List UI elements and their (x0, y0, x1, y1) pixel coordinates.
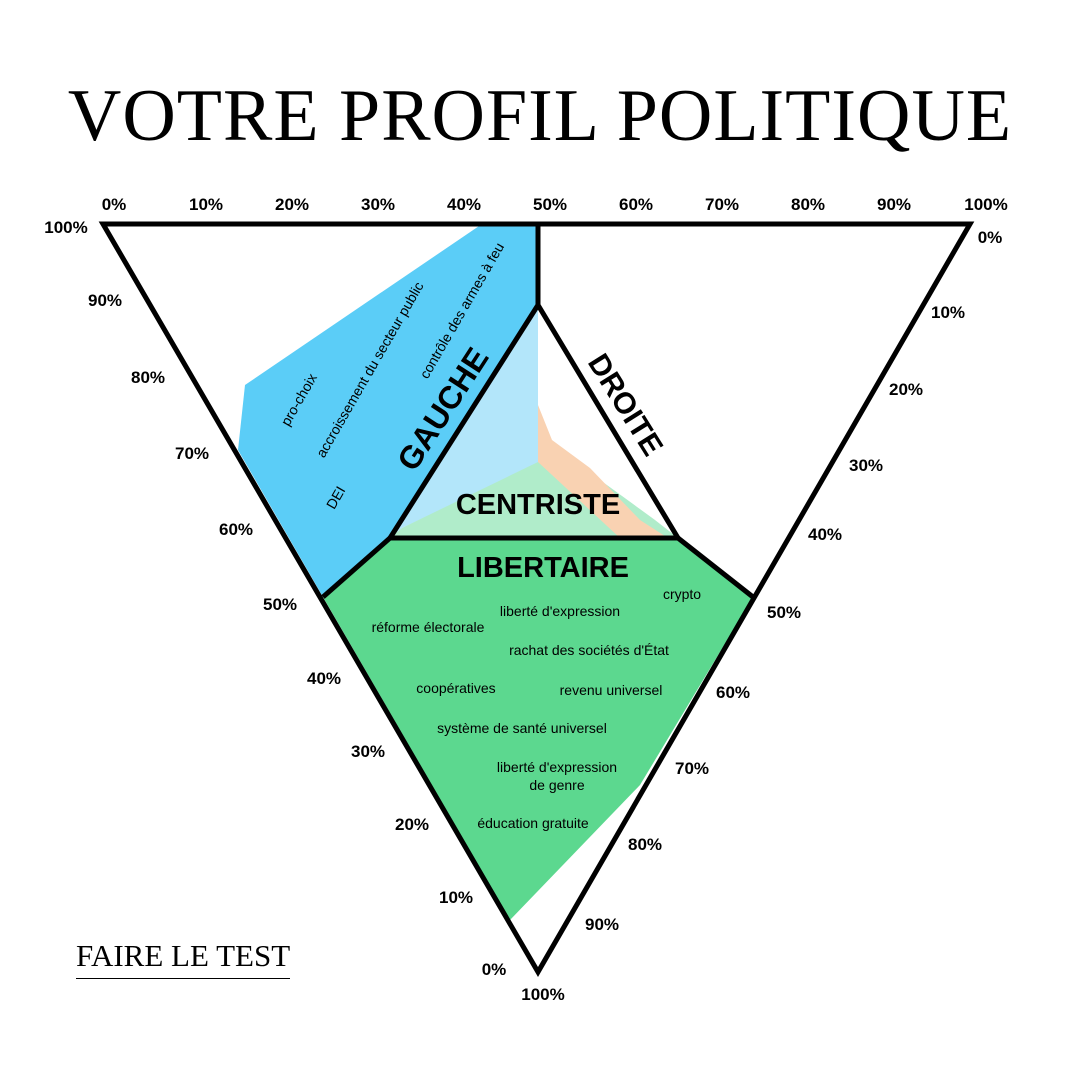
libertaire-item-liberte-genre: liberté d'expression (497, 759, 617, 775)
left-tick: 10% (439, 888, 473, 907)
left-divider-line (321, 536, 392, 599)
left-tick: 70% (175, 444, 209, 463)
libertaire-item-crypto: crypto (663, 586, 701, 602)
left-tick: 50% (263, 595, 297, 614)
libertaire-items: crypto liberté d'expression réforme élec… (372, 586, 702, 831)
page-title: VOTRE PROFIL POLITIQUE (67, 75, 1013, 157)
libertaire-item-cooperatives: coopératives (416, 680, 495, 696)
take-test-link[interactable]: FAIRE LE TEST (76, 938, 291, 979)
right-tick: 60% (716, 683, 750, 702)
libertaire-item-revenu-universel: revenu universel (560, 682, 663, 698)
top-tick: 90% (877, 195, 911, 214)
right-tick: 70% (675, 759, 709, 778)
top-tick: 60% (619, 195, 653, 214)
right-axis-ticks: 0% 10% 20% 30% 40% 50% 60% 70% 80% 90% 1… (521, 228, 1002, 1004)
gauche-region-fill (238, 224, 538, 597)
libertaire-item-sante-universelle: système de santé universel (437, 720, 607, 736)
centre-triangle (385, 300, 683, 541)
top-tick: 20% (275, 195, 309, 214)
right-tick: 50% (767, 603, 801, 622)
top-axis-ticks: 0% 10% 20% 30% 40% 50% 60% 70% 80% 90% 1… (102, 195, 1008, 214)
right-divider-line (676, 536, 755, 599)
top-tick: 40% (447, 195, 481, 214)
left-tick: 90% (88, 291, 122, 310)
top-tick: 0% (102, 195, 127, 214)
top-tick: 30% (361, 195, 395, 214)
left-axis-ticks: 100% 90% 80% 70% 60% 50% 40% 30% 20% 10%… (44, 218, 506, 979)
left-tick: 60% (219, 520, 253, 539)
left-tick: 30% (351, 742, 385, 761)
libertaire-item-rachat: rachat des sociétés d'État (509, 642, 669, 658)
right-tick: 90% (585, 915, 619, 934)
left-tick: 80% (131, 368, 165, 387)
libertaire-label: LIBERTAIRE (457, 552, 629, 584)
left-tick: 40% (307, 669, 341, 688)
libertaire-region-fill (323, 538, 753, 920)
libertaire-item-liberte-genre-2: de genre (529, 777, 584, 793)
right-tick: 10% (931, 303, 965, 322)
right-tick: 0% (978, 228, 1003, 247)
droite-label: DROITE (581, 348, 669, 462)
left-tick: 100% (44, 218, 87, 237)
libertaire-item-reforme-electorale: réforme électorale (372, 619, 485, 635)
top-tick: 10% (189, 195, 223, 214)
centriste-label: CENTRISTE (456, 489, 620, 521)
top-tick: 80% (791, 195, 825, 214)
left-tick: 0% (482, 960, 507, 979)
top-tick: 100% (964, 195, 1007, 214)
right-tick: 100% (521, 985, 564, 1004)
left-tick: 20% (395, 815, 429, 834)
top-tick: 50% (533, 195, 567, 214)
right-tick: 20% (889, 380, 923, 399)
right-tick: 80% (628, 835, 662, 854)
centre-right-fill (538, 405, 668, 538)
right-tick: 40% (808, 525, 842, 544)
libertaire-item-liberte-expression: liberté d'expression (500, 603, 620, 619)
top-tick: 70% (705, 195, 739, 214)
right-tick: 30% (849, 456, 883, 475)
diagram-outlines (98, 221, 975, 977)
libertaire-item-education: éducation gratuite (477, 815, 589, 831)
